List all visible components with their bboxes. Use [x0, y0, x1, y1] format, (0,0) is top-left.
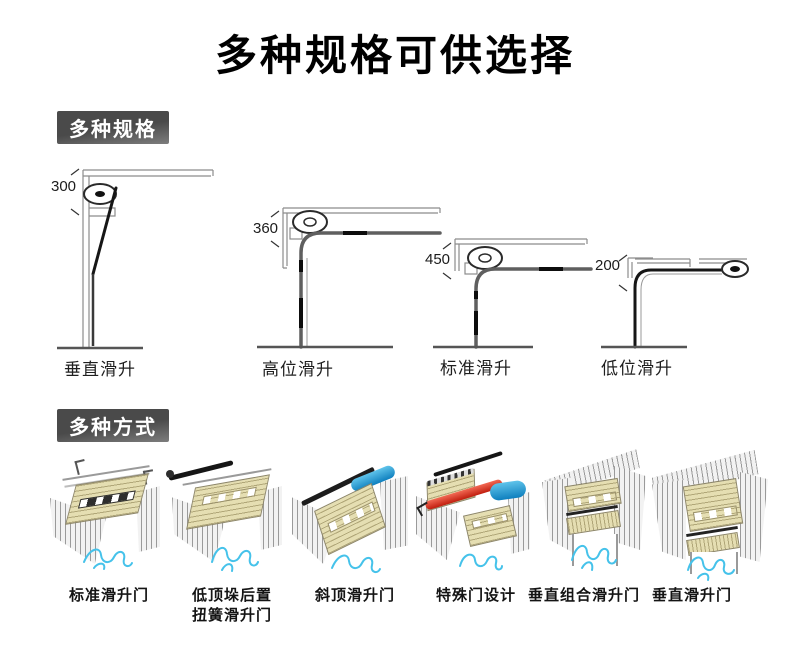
methods-section-badge: 多种方式 [57, 409, 169, 442]
track-diagram-high-lift [257, 207, 442, 349]
illustration-vertical-combined-door [534, 452, 658, 582]
track-diagram-low-lift [601, 254, 749, 349]
door-opening [572, 534, 618, 566]
spec-label-standard-lift: 标准滑升 [440, 359, 512, 378]
air-scribble-icon [83, 548, 133, 570]
method-label-line1: 垂直滑升门 [651, 587, 732, 604]
panel-window-band [572, 491, 618, 508]
dimension-value: 450 [425, 251, 451, 268]
spec-item-standard-lift: 450 标准滑升 [421, 231, 601, 380]
method-item-sloped-roof-door: 斜顶滑升门 [292, 452, 418, 606]
hanger-hook [74, 458, 88, 476]
method-label: 垂直组合滑升门 [522, 586, 646, 606]
panel-window-band [201, 486, 257, 506]
method-label: 特殊门设计 [416, 586, 536, 606]
corrugated-wall-right [508, 492, 530, 554]
dimension-value: 200 [595, 257, 621, 274]
illustration-standard-lift-door [46, 452, 172, 582]
track-diagram-standard-lift [433, 238, 593, 349]
method-label: 垂直滑升门 [628, 586, 756, 606]
method-label: 斜顶滑升门 [292, 586, 418, 606]
spec-item-vertical-lift: 300 垂直滑升 [45, 158, 225, 380]
method-item-special-door: 特殊门设计 [416, 450, 536, 606]
method-label-line1: 垂直组合滑升门 [527, 587, 640, 604]
dimension-value: 360 [253, 220, 279, 237]
panel-window-band [77, 490, 136, 509]
panel-window-band [471, 512, 509, 529]
method-item-vertical-combined-door: 垂直组合滑升门 [528, 452, 658, 606]
page-title: 多种规格可供选择 [214, 32, 575, 79]
illustration-low-headroom-door [166, 452, 294, 582]
spec-item-high-lift: 360 高位滑升 [243, 196, 443, 380]
air-scribble-icon [459, 553, 503, 571]
door-panel [682, 478, 744, 532]
illustration-sloped-roof-door [292, 452, 418, 582]
method-item-vertical-door: 垂直滑升门 [650, 452, 778, 606]
corrugated-wall-right [614, 466, 646, 550]
corrugated-wall-right [380, 476, 408, 550]
spec-label-low-lift: 低位滑升 [601, 359, 673, 378]
corrugated-wall-left [652, 479, 686, 560]
track-diagram-vertical-lift [57, 168, 214, 350]
spec-label-vertical-lift: 垂直滑升 [64, 360, 136, 379]
air-scribble-icon [687, 556, 735, 581]
method-label-line1: 低顶垛后置 [191, 587, 272, 604]
rod-end-knob [166, 470, 174, 478]
air-scribble-icon [571, 544, 617, 571]
illustration-vertical-lift-door [650, 452, 778, 582]
door-panel [65, 473, 149, 525]
method-item-standard-door: 标准滑升门 [46, 452, 172, 606]
method-label: 低顶垛后置 扭簧滑升门 [170, 586, 294, 625]
method-label: 标准滑升门 [46, 586, 172, 606]
method-label-line1: 标准滑升门 [68, 587, 149, 604]
panel-window-band [692, 505, 738, 523]
illustration-special-door-design [416, 450, 536, 582]
specs-section-badge: 多种规格 [57, 111, 169, 144]
corrugated-wall-right [740, 472, 768, 562]
door-panel-lower [463, 505, 517, 547]
air-scribble-icon [331, 554, 381, 574]
spec-item-low-lift: 200 低位滑升 [595, 245, 780, 380]
dimension-value: 300 [51, 178, 77, 195]
method-label-line1: 斜顶滑升门 [314, 587, 395, 604]
method-label-line2: 扭簧滑升门 [191, 606, 272, 624]
method-label-line1: 特殊门设计 [435, 587, 516, 604]
panel-window-band [327, 501, 376, 533]
method-item-low-headroom-door: 低顶垛后置 扭簧滑升门 [166, 452, 294, 625]
air-scribble-icon [211, 546, 259, 572]
spec-label-high-lift: 高位滑升 [262, 360, 334, 379]
